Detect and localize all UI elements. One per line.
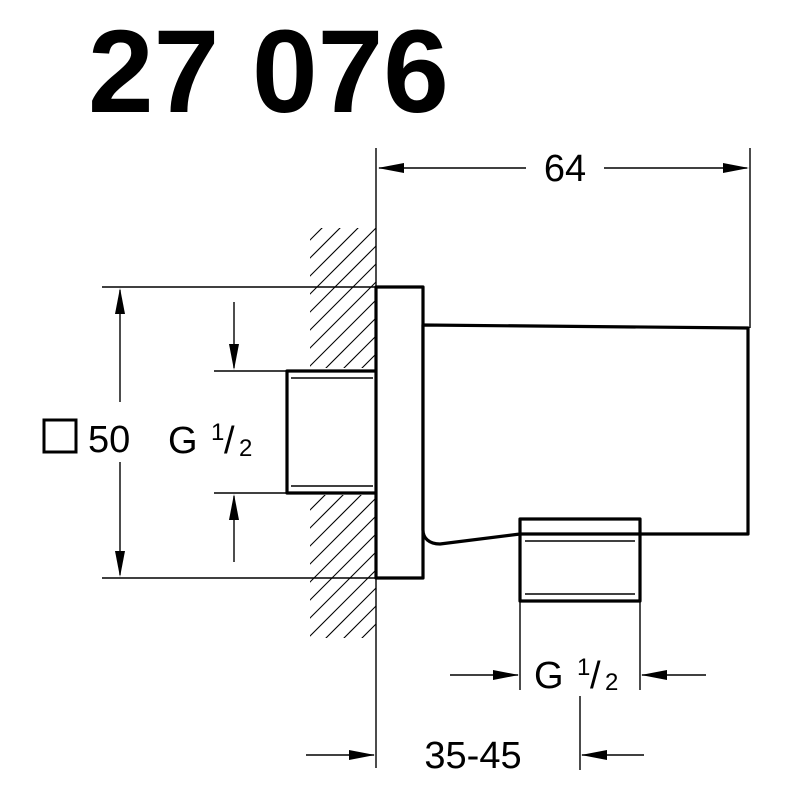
inlet-thread-denominator: 2 [239,435,252,462]
body-outline [421,323,750,546]
outlet-thread-base: G [534,655,564,697]
inlet-thread-base: G [168,420,198,462]
wall-flange [374,285,425,580]
inlet-thread-label: G 1 / 2 [168,419,252,462]
model-number: 27 076 [88,6,449,138]
outlet-thread-slash: / [590,655,601,697]
inlet-thread-slash: / [224,420,235,462]
outlet-thread-label: G 1 / 2 [534,654,618,697]
dimension-height: 50 [88,419,130,461]
outlet-thread-denominator: 2 [605,669,618,696]
dimension-wall-offset: 35-45 [424,735,521,777]
outlet-thread [518,532,642,603]
inlet-thread [285,369,379,495]
inlet-thread-numerator: 1 [211,419,224,446]
dimension-width: 64 [544,148,586,190]
outlet-thread-numerator: 1 [577,654,590,681]
square-symbol [42,418,78,454]
